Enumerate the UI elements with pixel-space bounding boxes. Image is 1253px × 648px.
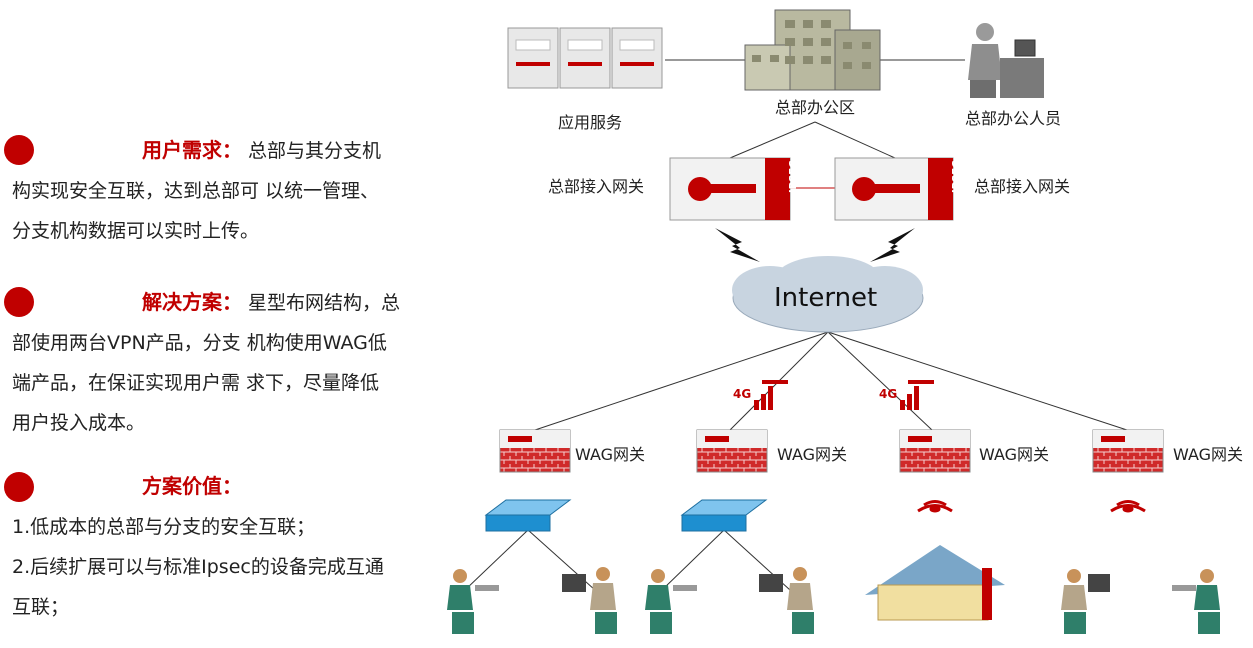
block-value: 方案价值： 1.低成本的总部与分支的安全互联； 2.后续扩展可以与标准Ipsec… bbox=[12, 474, 384, 618]
label-app-service: 应用服务 bbox=[558, 113, 622, 132]
home-icon bbox=[865, 545, 1005, 621]
user-icon bbox=[562, 567, 617, 634]
user-icon bbox=[645, 569, 697, 634]
4g-signal-icon: 4G bbox=[879, 380, 934, 410]
label-wag-4: WAG网关 bbox=[1173, 445, 1243, 464]
ipsec-gateway-right: IPSEC bbox=[834, 157, 962, 221]
label-gw-left: 总部接入网关 bbox=[548, 177, 644, 196]
cloud-icon bbox=[732, 256, 924, 333]
label-hq-office: 总部办公区 bbox=[775, 98, 855, 117]
label-wag-2: WAG网关 bbox=[777, 445, 847, 464]
lightning-icon bbox=[870, 228, 915, 262]
switch-icon bbox=[680, 499, 768, 532]
label-gw-right: 总部接入网关 bbox=[974, 177, 1070, 196]
label-hq-staff: 总部办公人员 bbox=[965, 109, 1061, 128]
svg-text:4G: 4G bbox=[733, 387, 751, 401]
block-solution: 解决方案： 星型布网结构，总 部使用两台VPN产品，分支 机构使用WAG低 端产… bbox=[12, 290, 401, 434]
bullet-dot bbox=[4, 135, 34, 165]
user-icon bbox=[447, 569, 499, 634]
block-user-needs: 用户需求： 总部与其分支机 构实现安全互联，达到总部可 以统一管理、 分支机构数… bbox=[12, 138, 382, 242]
building-icon bbox=[744, 9, 881, 91]
user-icon bbox=[1061, 569, 1110, 634]
svg-text:4G: 4G bbox=[879, 387, 897, 401]
label-wag-3: WAG网关 bbox=[979, 445, 1049, 464]
svg-text:IPSEC: IPSEC bbox=[788, 161, 799, 193]
lightning-icon bbox=[715, 228, 760, 262]
server-icon bbox=[507, 27, 663, 89]
heading-user-needs: 用户需求： bbox=[142, 138, 242, 162]
office-worker-icon bbox=[968, 23, 1044, 98]
wag-gateway-1 bbox=[499, 429, 571, 473]
switch-icon bbox=[484, 499, 572, 532]
wifi-icon bbox=[917, 500, 953, 513]
user-icon bbox=[759, 567, 814, 634]
wag-gateway-3 bbox=[899, 429, 971, 473]
user-icon bbox=[1172, 569, 1220, 634]
label-wag-1: WAG网关 bbox=[575, 445, 645, 464]
4g-signal-icon: 4G bbox=[733, 380, 788, 410]
heading-solution: 解决方案： bbox=[142, 290, 242, 314]
wag-gateway-2 bbox=[696, 429, 768, 473]
wifi-icon bbox=[1110, 500, 1146, 513]
ipsec-gateway-left: IPSEC bbox=[669, 157, 799, 221]
label-internet: Internet bbox=[774, 283, 877, 313]
svg-text:IPSEC: IPSEC bbox=[951, 161, 962, 193]
wag-gateway-4 bbox=[1092, 429, 1164, 473]
bullet-dot bbox=[4, 472, 34, 502]
bullet-dot bbox=[4, 287, 34, 317]
description-panel: 用户需求： 总部与其分支机 构实现安全互联，达到总部可 以统一管理、 分支机构数… bbox=[0, 0, 470, 648]
heading-value: 方案价值： bbox=[142, 474, 242, 498]
